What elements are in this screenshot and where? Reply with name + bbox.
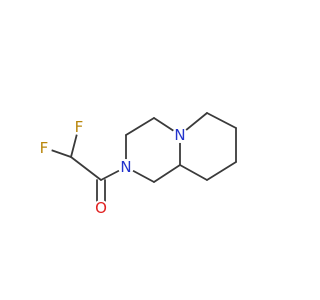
bond-c3-c4	[125, 117, 155, 136]
oxygen-label: O	[95, 199, 107, 217]
molecule-structure-diagram: F F O N N	[36, 112, 237, 217]
bond-chf2-carbonyl	[70, 156, 102, 181]
bond-c8a-c1	[153, 164, 181, 183]
atom-fluorine-left: F	[36, 139, 52, 157]
atom-oxygen: O	[93, 199, 109, 217]
nitrogen-bridge-label: N	[174, 126, 185, 144]
atom-nitrogen-bridge: N	[172, 126, 188, 144]
fluorine-left-label: F	[40, 139, 49, 157]
atom-fluorine-top: F	[71, 118, 87, 136]
nitrogen-amide-label: N	[120, 158, 131, 176]
bond-f-left-chf2	[50, 149, 72, 158]
bond-c8-c8a	[179, 164, 208, 181]
bond-c7-c8	[206, 161, 237, 181]
bond-c5-c6	[206, 112, 237, 129]
atom-nitrogen-amide: N	[118, 158, 134, 176]
fluorine-top-label: F	[75, 118, 84, 136]
